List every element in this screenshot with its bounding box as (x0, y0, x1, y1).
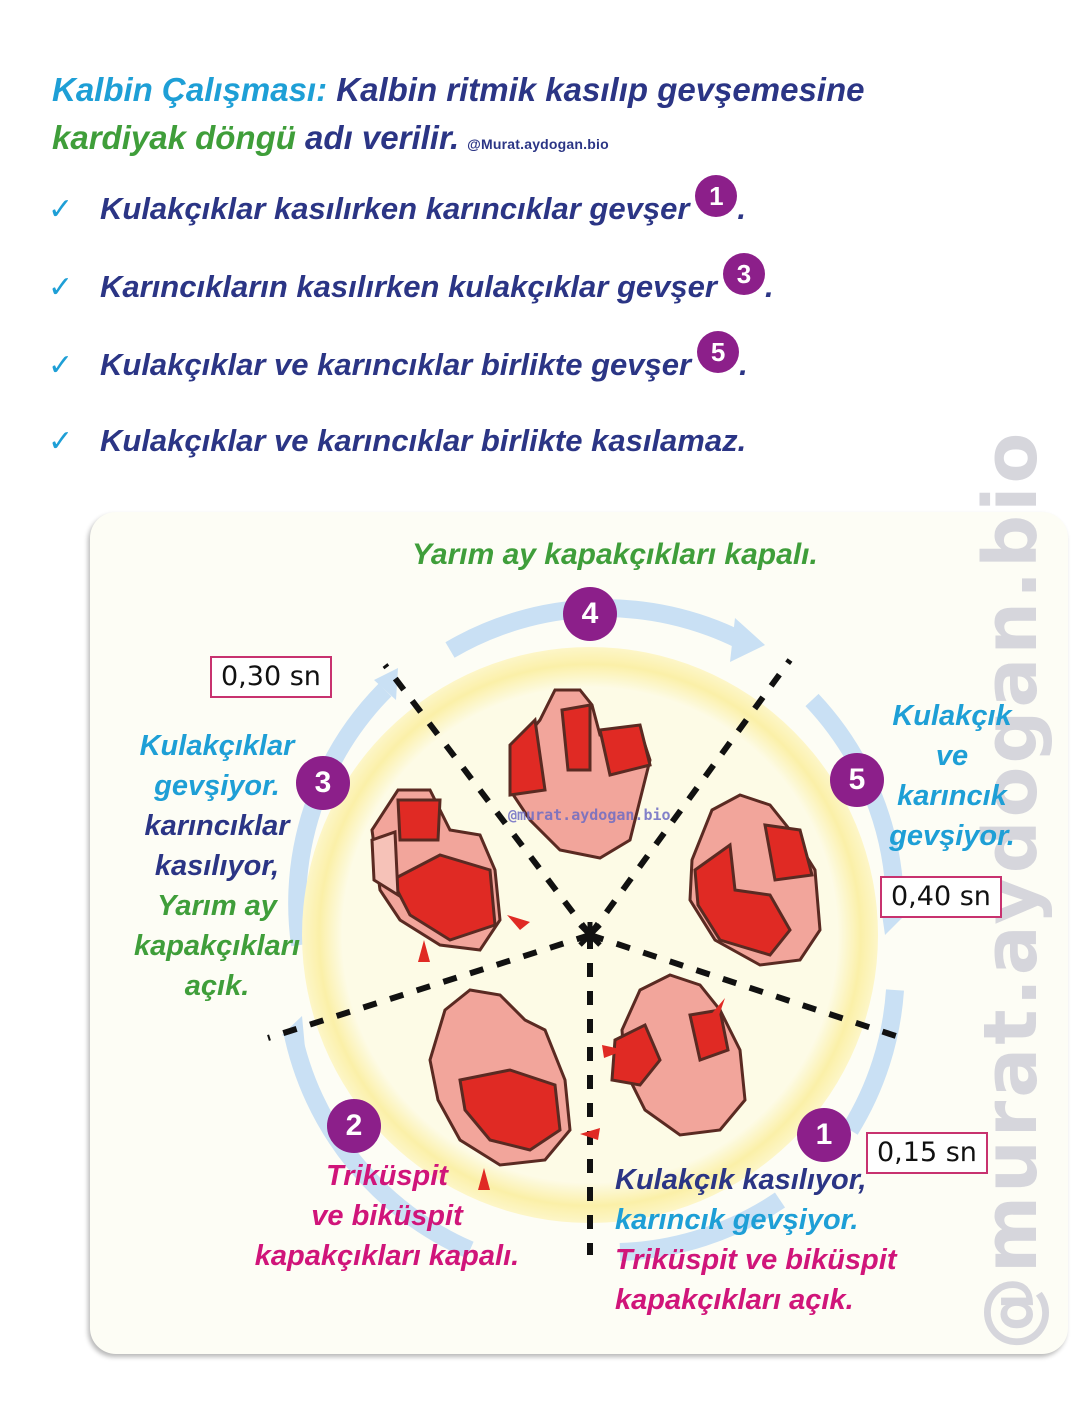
stage-3-line: gevşiyor. (154, 770, 280, 802)
stage-1-badge: 1 (797, 1108, 851, 1162)
stage-1-line: Kulakçık kasılıyor, (615, 1164, 867, 1196)
time-box-040: 0,40 sn (880, 876, 1002, 918)
stage-1-line: kapakçıkları açık. (615, 1284, 854, 1316)
check-icon: ✓ (48, 193, 74, 226)
stage-5-line: gevşiyor. (889, 820, 1015, 852)
bullet-period: . (737, 191, 747, 226)
bullet-period: . (764, 269, 774, 304)
stage-2-line: ve biküspit (311, 1200, 463, 1232)
stage-3-line: kasılıyor, (154, 850, 280, 882)
stage-5-badge: 5 (830, 753, 884, 807)
term-cardiac-cycle: kardiyak döngü (52, 119, 296, 156)
red-arrow-icons (418, 915, 725, 1190)
credit-text: @Murat.aydogan.bio (467, 136, 609, 152)
bullet-list: ✓ Kulakçıklar kasılırken karıncıklar gevş… (48, 175, 1028, 487)
time-box-030: 0,30 sn (210, 656, 332, 698)
stage-2-line: kapakçıkları kapalı. (254, 1240, 520, 1272)
section-title: Kalbin Çalışması: (52, 71, 328, 108)
stage-5-label: Kulakçık ve karıncık gevşiyor. (872, 696, 1032, 856)
check-icon: ✓ (48, 425, 74, 458)
stage-3-line: kapakçıkları (133, 930, 301, 962)
list-item: ✓ Kulakçıklar ve karıncıklar birlikte kas… (48, 409, 1028, 487)
stage-3-line: Yarım ay (157, 890, 277, 922)
stage-2-line: Triküspit (326, 1160, 448, 1192)
time-box-015: 0,15 sn (866, 1132, 988, 1174)
step-badge: 1 (695, 175, 738, 217)
check-icon: ✓ (48, 349, 74, 382)
stage-3-line: karıncıklar (144, 810, 290, 842)
step-badge: 3 (722, 253, 765, 295)
bullet-text: Karıncıkların kasılırken kulakçıklar gev… (100, 269, 717, 304)
stage-1-label: Kulakçık kasılıyor, karıncık gevşiyor. T… (615, 1160, 975, 1320)
stage-5-line: Kulakçık (892, 700, 1012, 732)
heart-stage-2 (428, 988, 572, 1167)
intro-suffix: adı verilir. (295, 119, 460, 156)
center-star-icon (578, 922, 602, 948)
inner-credit: @murat.aydogan.bio (508, 806, 671, 824)
stage-3-label: Kulakçıklar gevşiyor. karıncıklar kasılı… (112, 726, 322, 1006)
heart-stage-4 (508, 688, 652, 860)
intro-paragraph: Kalbin Çalışması: Kalbin ritmik kasılıp … (52, 66, 1032, 168)
check-icon: ✓ (48, 271, 74, 304)
stage-3-line: Kulakçıklar (139, 730, 295, 762)
list-item: ✓ Karıncıkların kasılırken kulakçıklar ge… (48, 253, 1028, 331)
stage-5-line: karıncık (897, 780, 1007, 812)
bullet-text: Kulakçıklar ve karıncıklar birlikte kası… (100, 423, 747, 458)
divider-lines (267, 658, 909, 1255)
stage-3-badge: 3 (296, 756, 350, 810)
stage-5-line: ve (935, 740, 969, 772)
stage-1-line: karıncık gevşiyor. (615, 1204, 859, 1236)
list-item: ✓ Kulakçıklar kasılırken karıncıklar gevş… (48, 175, 1028, 253)
step-badge: 5 (697, 331, 740, 373)
intro-text: Kalbin ritmik kasılıp gevşemesine (327, 71, 865, 108)
stage-2-label: Triküspit ve biküspit kapakçıkları kapal… (222, 1156, 552, 1276)
list-item: ✓ Kulakçıklar ve karıncıklar birlikte gev… (48, 331, 1028, 409)
stage-3-line: açık. (184, 970, 250, 1002)
stage-4-label: Yarım ay kapakçıkları kapalı. (412, 538, 818, 571)
stage-1-line: Triküspit ve biküspit (615, 1244, 897, 1276)
stage-4-badge: 4 (563, 587, 617, 641)
bullet-period: . (739, 347, 748, 382)
heart-stage-3 (370, 788, 502, 952)
stage-2-badge: 2 (327, 1099, 381, 1153)
bullet-text: Kulakçıklar ve karıncıklar birlikte gevş… (100, 347, 692, 382)
heart-stage-5 (688, 793, 822, 967)
bullet-text: Kulakçıklar kasılırken karıncıklar gevşe… (100, 191, 690, 226)
